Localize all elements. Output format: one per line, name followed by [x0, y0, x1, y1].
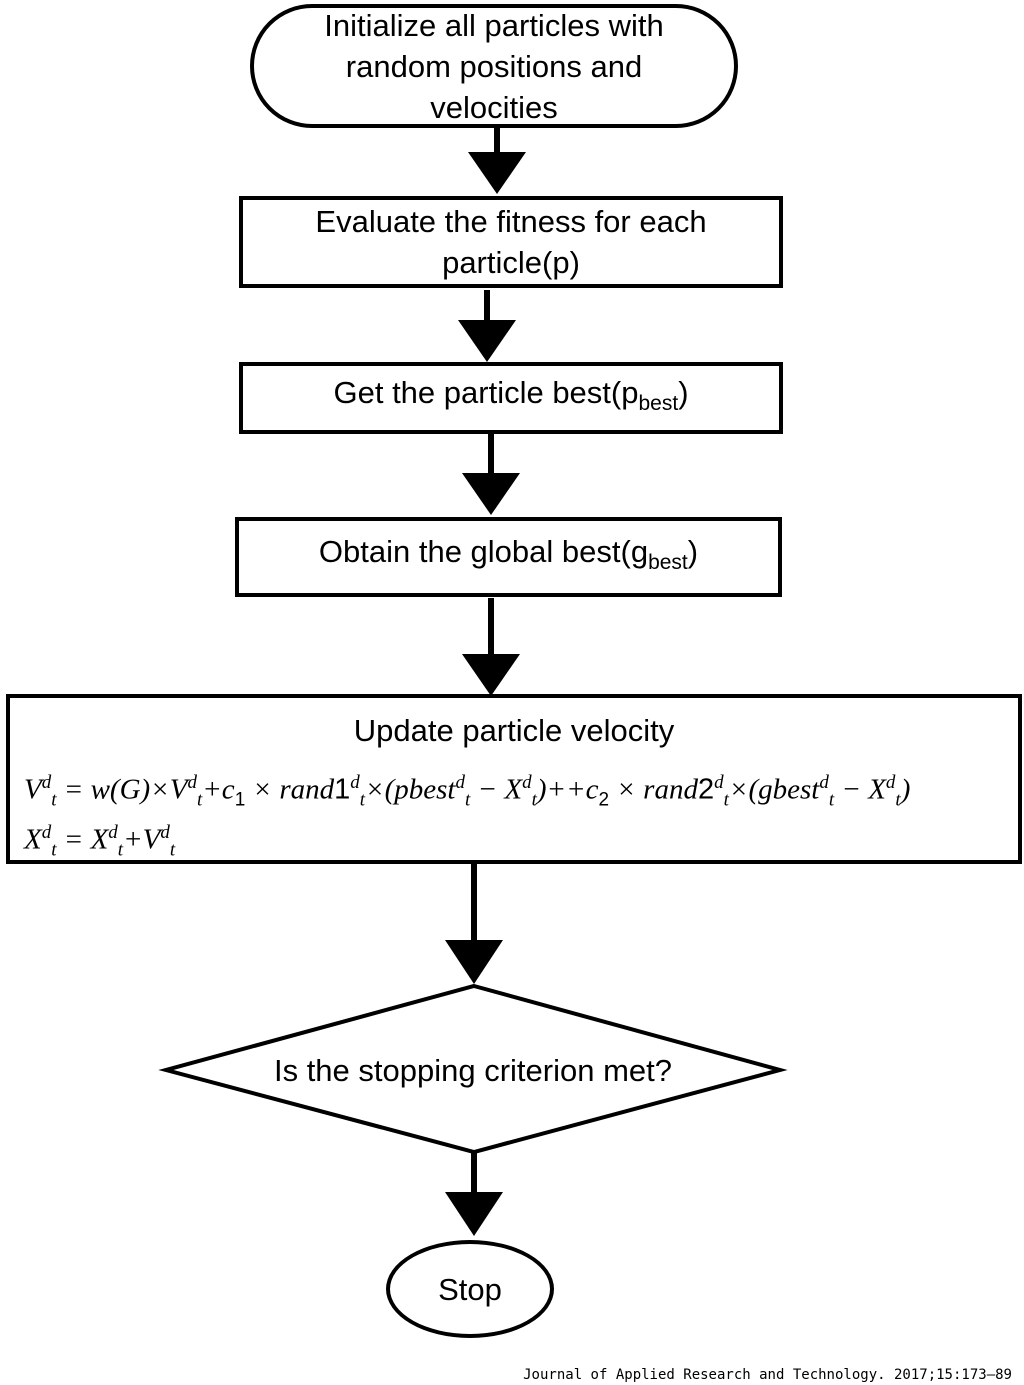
stop-terminal: Stop	[386, 1240, 554, 1338]
gbest-label: Obtain the global best(gbest)	[318, 533, 699, 575]
process-global-best: Obtain the global best(gbest)	[235, 517, 782, 597]
pbest-label: Get the particle best(pbest)	[333, 374, 689, 416]
arrow-head-6	[445, 1192, 503, 1236]
decision-stopping-criterion: Is the stopping criterion met?	[166, 1050, 780, 1091]
process-evaluate-fitness: Evaluate the fitness for each particle(p…	[239, 196, 783, 288]
arrow-head-2	[458, 320, 516, 362]
arrow-head-4	[462, 654, 520, 696]
stop-label: Stop	[438, 1271, 502, 1307]
evaluate-label: Evaluate the fitness for each particle(p…	[315, 204, 707, 280]
process-particle-best: Get the particle best(pbest)	[239, 362, 783, 434]
process-update-velocity: Update particle velocity Vdt = w(G)×Vdt+…	[6, 694, 1022, 864]
velocity-update-equation: Vdt = w(G)×Vdt+c1 × rand1dt×(pbestdt − X…	[24, 772, 911, 811]
arrow-head-3	[462, 473, 520, 515]
journal-citation: Journal of Applied Research and Technolo…	[523, 1367, 1012, 1383]
start-terminal-initialize: Initialize all particles with random pos…	[250, 4, 738, 128]
update-title: Update particle velocity	[353, 713, 675, 748]
initialize-label: Initialize all particles with random pos…	[324, 7, 664, 125]
position-update-equation: Xdt = Xdt+Vdt	[24, 822, 176, 861]
decision-label: Is the stopping criterion met?	[273, 1053, 673, 1088]
arrow-head-1	[468, 152, 526, 194]
decision-diamond-shape	[158, 983, 788, 1155]
arrow-head-5	[445, 940, 503, 984]
